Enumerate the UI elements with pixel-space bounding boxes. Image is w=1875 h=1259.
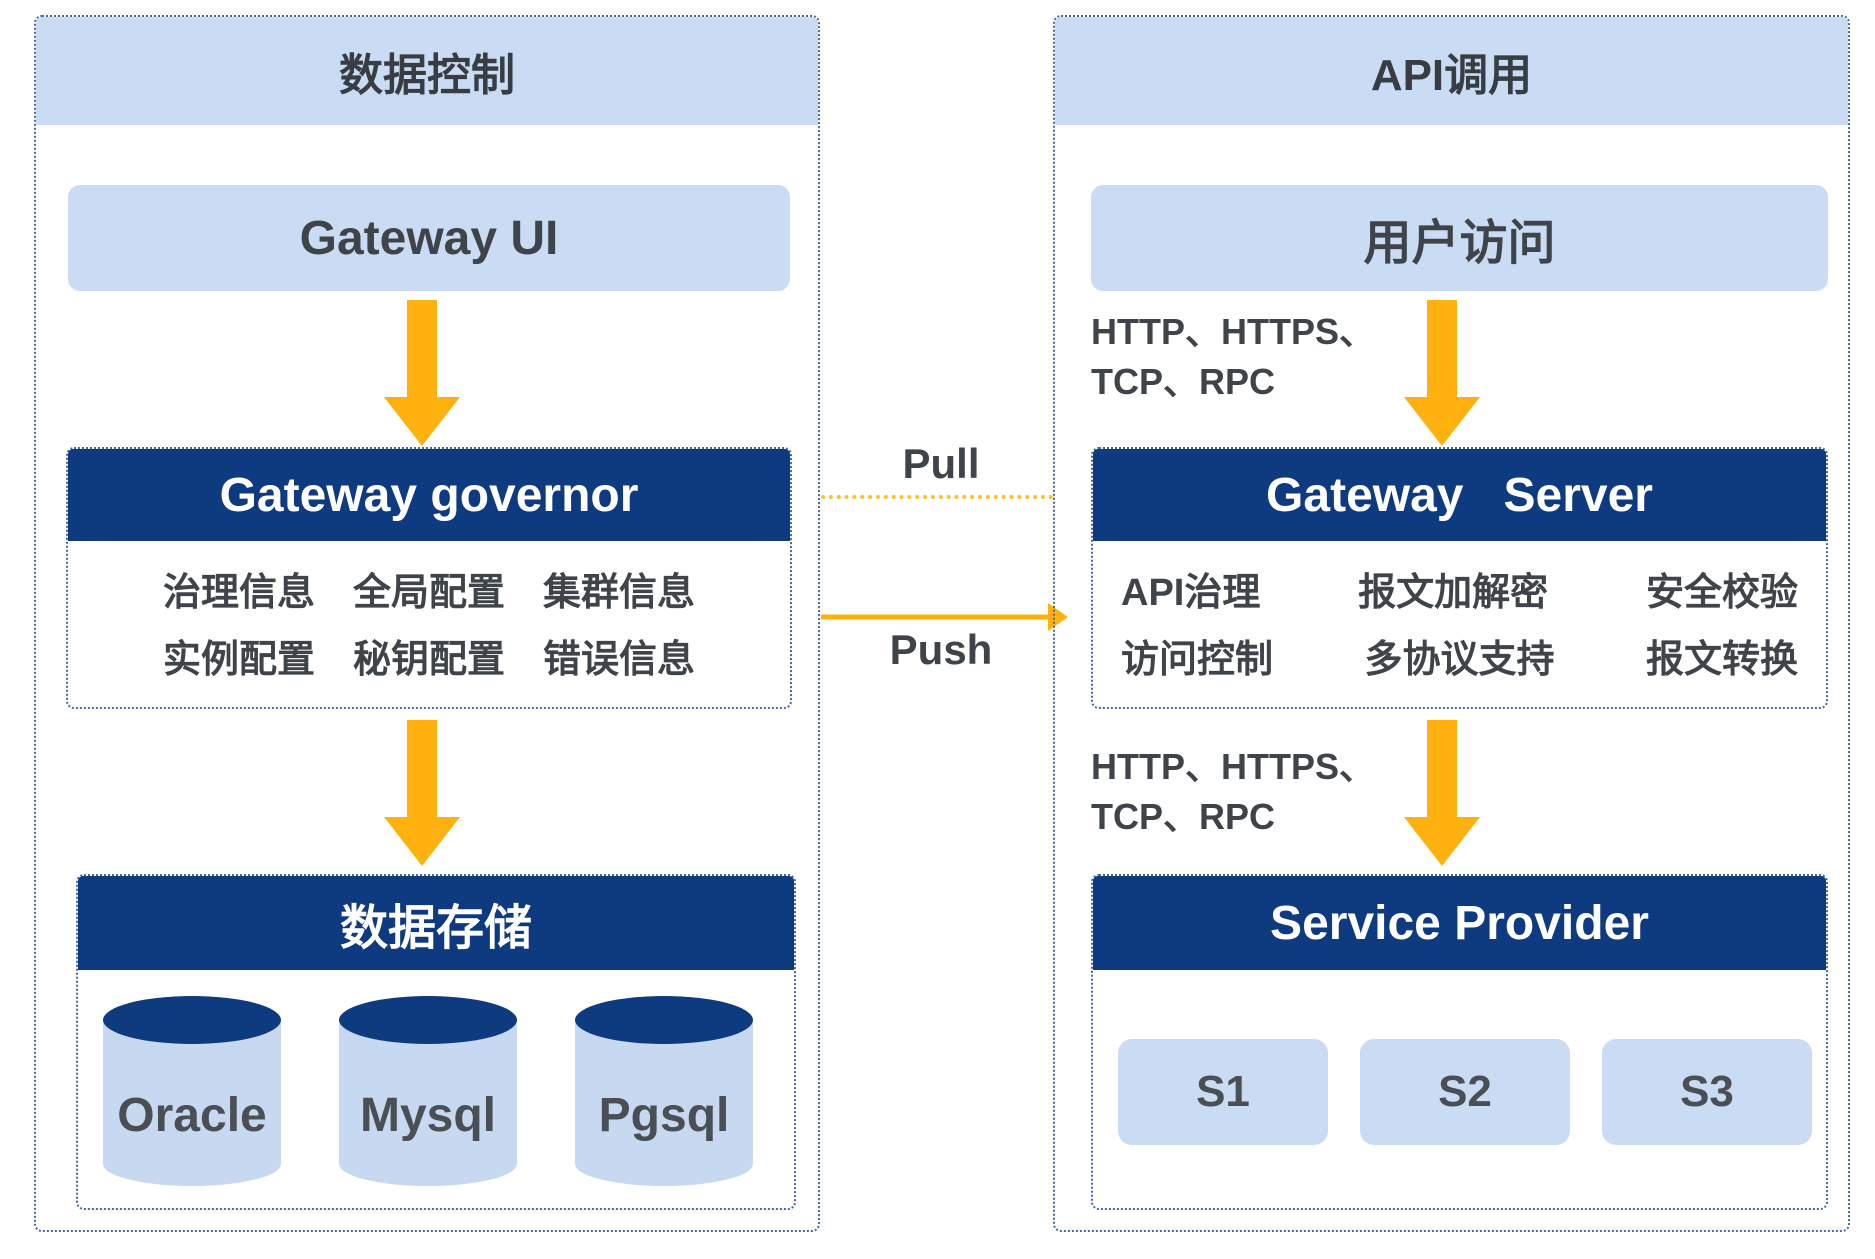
service-box: S1 — [1118, 1039, 1328, 1145]
cylinder-body — [575, 1020, 753, 1186]
protocol-line: TCP、RPC — [1091, 796, 1276, 837]
down-arrow-icon — [384, 300, 460, 446]
server-row: 访问控制 多协议支持 报文转换 — [1093, 628, 1826, 683]
data-control-panel: 数据控制 Gateway UI Gateway governor 治理信息 全局… — [34, 15, 820, 1232]
cylinder-top — [103, 996, 281, 1044]
governor-item: 治理信息 — [162, 572, 315, 614]
database-cylinder: Mysql — [339, 996, 517, 1186]
database-label: Oracle — [117, 1088, 267, 1142]
governor-item: 全局配置 — [352, 572, 505, 614]
server-item: 安全校验 — [1645, 572, 1798, 614]
protocol-line: TCP、RPC — [1091, 361, 1276, 402]
cylinder-top — [339, 996, 517, 1044]
database-label: Mysql — [359, 1088, 497, 1142]
service-list: S1 S2 S3 — [1093, 970, 1826, 1145]
pull-label: Pull — [902, 440, 980, 487]
protocol-line: HTTP、HTTPS、 — [1091, 746, 1375, 787]
api-call-panel: API调用 用户访问 HTTP、HTTPS、 TCP、RPC Gateway S… — [1053, 15, 1850, 1232]
down-arrow-icon — [384, 720, 460, 866]
data-control-panel-title: 数据控制 — [36, 17, 818, 125]
server-row: API治理 报文加解密 安全校验 — [1093, 561, 1826, 616]
server-item: 访问控制 — [1121, 639, 1274, 681]
protocol-label-bottom: HTTP、HTTPS、 TCP、RPC — [1091, 742, 1521, 842]
service-box: S3 — [1602, 1039, 1812, 1145]
database-cylinder: Pgsql — [575, 996, 753, 1186]
pull-dotted-line-icon — [821, 495, 1053, 499]
gateway-ui-box: Gateway UI — [68, 185, 790, 291]
server-item: 报文转换 — [1645, 639, 1798, 681]
service-provider-title: Service Provider — [1093, 876, 1826, 970]
governor-item: 集群信息 — [543, 572, 696, 614]
data-storage-box: 数据存储 Oracle Mysql Pgsql — [76, 874, 796, 1210]
server-item: 报文加解密 — [1358, 572, 1549, 614]
user-access-box: 用户访问 — [1091, 185, 1828, 291]
data-storage-title: 数据存储 — [78, 876, 794, 970]
api-call-panel-title: API调用 — [1055, 17, 1848, 125]
gateway-governor-body: 治理信息 全局配置 集群信息 实例配置 秘钥配置 错误信息 — [68, 541, 790, 703]
cylinder-top — [575, 996, 753, 1044]
protocol-line: HTTP、HTTPS、 — [1091, 311, 1375, 352]
gateway-governor-box: Gateway governor 治理信息 全局配置 集群信息 实例配置 秘钥配… — [66, 447, 792, 709]
gateway-governor-title: Gateway governor — [68, 449, 790, 541]
gateway-server-title: Gateway Server — [1093, 449, 1826, 541]
down-arrow-icon — [1404, 300, 1480, 446]
database-label: Pgsql — [598, 1088, 730, 1142]
governor-item: 秘钥配置 — [352, 639, 505, 681]
push-label: Push — [889, 626, 993, 673]
service-box: S2 — [1360, 1039, 1570, 1145]
server-item: 多协议支持 — [1364, 639, 1555, 681]
governor-item: 实例配置 — [162, 639, 315, 681]
database-list: Oracle Mysql Pgsql — [78, 970, 794, 1186]
database-cylinder: Oracle — [103, 996, 281, 1186]
cylinder-body — [339, 1020, 517, 1186]
cylinder-body — [103, 1020, 281, 1186]
down-arrow-icon — [1404, 720, 1480, 866]
governor-row: 实例配置 秘钥配置 错误信息 — [68, 628, 790, 683]
gateway-server-box: Gateway Server API治理 报文加解密 安全校验 访问控制 多协议… — [1091, 447, 1828, 709]
gateway-server-body: API治理 报文加解密 安全校验 访问控制 多协议支持 报文转换 — [1093, 541, 1826, 703]
service-provider-box: Service Provider S1 S2 S3 — [1091, 874, 1828, 1210]
protocol-label-top: HTTP、HTTPS、 TCP、RPC — [1091, 307, 1521, 407]
server-item: API治理 — [1121, 572, 1261, 614]
governor-row: 治理信息 全局配置 集群信息 — [68, 561, 790, 616]
governor-item: 错误信息 — [543, 639, 696, 681]
